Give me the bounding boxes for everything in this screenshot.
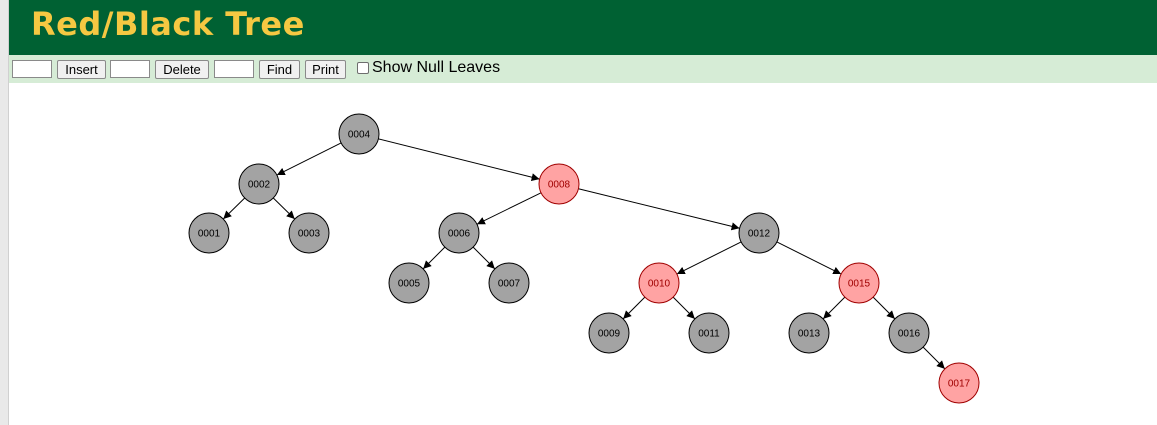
tree-edge-0008-0012 (578, 188, 740, 231)
tree-node-circle (738, 212, 780, 254)
tree-node-label: 0010 (648, 279, 671, 290)
tree-edge-0002-0001 (222, 197, 246, 220)
tree-node-label: 0005 (398, 279, 421, 290)
tree-edge-0012-0015 (776, 241, 842, 275)
tree-node-0002: 0002 (238, 163, 280, 205)
tree-node-circle (238, 163, 280, 205)
header-bar: Red/Black Tree (9, 0, 1157, 55)
tree-node-label: 0001 (198, 229, 221, 240)
delete-value-input[interactable] (110, 60, 150, 78)
show-null-leaves-label: Show Null Leaves (372, 59, 501, 76)
tree-node-label: 0003 (298, 229, 321, 240)
tree-edge-0004-0008 (378, 138, 540, 182)
insert-button[interactable]: Insert (57, 60, 106, 79)
tree-node-0012: 0012 (738, 212, 780, 254)
tree-node-0009: 0009 (588, 312, 630, 354)
tree-node-label: 0006 (448, 229, 471, 240)
tree-edge-0002-0003 (272, 197, 296, 220)
tree-node-circle (788, 312, 830, 354)
tree-node-0003: 0003 (288, 212, 330, 254)
tree-node-0013: 0013 (788, 312, 830, 354)
tree-edge-0008-0006 (476, 192, 542, 225)
tree-node-label: 0008 (548, 180, 571, 191)
tree-node-circle (888, 312, 930, 354)
tree-node-0008: 0008 (538, 163, 580, 205)
show-null-leaves-checkbox[interactable] (357, 62, 369, 74)
tree-edge-0010-0009 (622, 296, 646, 320)
tree-node-0011: 0011 (688, 312, 730, 354)
tree-edge-0016-0017 (922, 346, 946, 370)
tree-node-0015: 0015 (838, 262, 880, 304)
tree-node-circle (338, 113, 380, 155)
print-button[interactable]: Print (305, 60, 346, 79)
tree-node-0016: 0016 (888, 312, 930, 354)
tree-node-circle (638, 262, 680, 304)
tree-edge-0015-0016 (872, 296, 896, 320)
tree-node-label: 0007 (498, 279, 521, 290)
tree-node-0010: 0010 (638, 262, 680, 304)
tree-node-0007: 0007 (488, 262, 530, 304)
tree-node-circle (388, 262, 430, 304)
tree-node-0004: 0004 (338, 113, 380, 155)
tree-node-circle (588, 312, 630, 354)
delete-button[interactable]: Delete (155, 60, 209, 79)
tree-node-label: 0015 (848, 279, 871, 290)
tree-node-label: 0011 (698, 329, 720, 340)
tree-edge-0004-0002 (276, 142, 342, 176)
tree-edge-0015-0013 (822, 296, 846, 320)
tree-node-0006: 0006 (438, 212, 480, 254)
tree-node-circle (688, 312, 730, 354)
window-edge (0, 0, 9, 425)
tree-node-circle (938, 362, 980, 404)
tree-node-circle (438, 212, 480, 254)
tree-node-label: 0004 (348, 130, 371, 141)
find-button[interactable]: Find (259, 60, 300, 79)
tree-node-circle (538, 163, 580, 205)
tree-node-circle (488, 262, 530, 304)
find-value-input[interactable] (214, 60, 254, 78)
tree-node-0001: 0001 (188, 212, 230, 254)
tree-node-0005: 0005 (388, 262, 430, 304)
tree-node-label: 0017 (948, 379, 971, 390)
tree-edge-0006-0007 (472, 246, 496, 270)
tree-node-circle (288, 212, 330, 254)
tree-node-circle (838, 262, 880, 304)
tree-edge-0006-0005 (422, 246, 446, 270)
tree-node-label: 0002 (248, 180, 271, 191)
tree-edge-0012-0010 (676, 241, 742, 275)
page-title: Red/Black Tree (31, 5, 305, 43)
tree-node-circle (188, 212, 230, 254)
tree-edge-0010-0011 (672, 296, 696, 320)
tree-node-label: 0016 (898, 329, 921, 340)
tree-node-0017: 0017 (938, 362, 980, 404)
insert-value-input[interactable] (12, 60, 52, 78)
toolbar: Insert Delete Find Print Show Null Leave… (9, 55, 1157, 83)
tree-node-label: 0009 (598, 329, 621, 340)
tree-node-label: 0013 (798, 329, 821, 340)
tree-node-label: 0012 (748, 229, 771, 240)
